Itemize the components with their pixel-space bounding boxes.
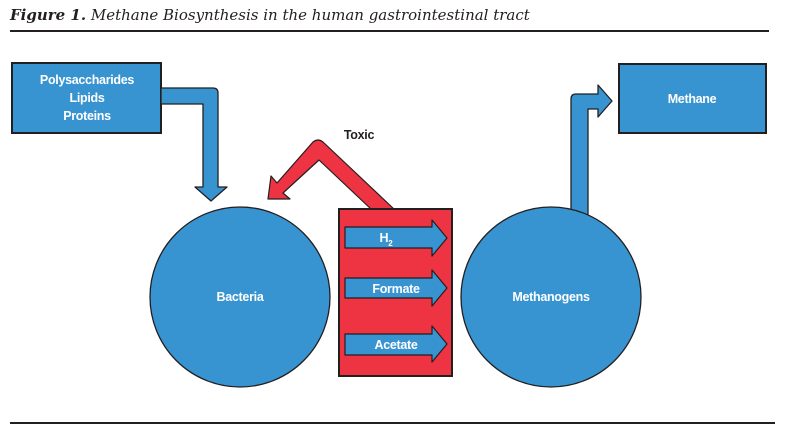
h2-arrow-shape [344,219,448,257]
methanogens-label: Methanogens [512,290,590,304]
acetate-arrow-shape [344,325,448,363]
formate-label: Formate [372,282,420,296]
inputs-node: Polysaccharides Lipids Proteins [11,62,162,134]
methane-label: Methane [668,92,717,106]
h2-label-subscript: 2 [388,239,393,248]
top-rule [10,30,769,32]
methane-box [618,63,767,134]
inputs-line-polysaccharides: Polysaccharides [40,73,135,87]
intermediate-arrow-h2: H2 [344,219,448,257]
inputs-box [11,62,162,134]
methanogens-node: Methanogens [460,206,642,388]
inputs-line-lipids: Lipids [69,91,104,105]
intermediates-node: H2 Formate Acetate [338,208,453,377]
inputs-line-proteins: Proteins [63,109,111,123]
methanogens-to-methane-arrow [570,84,613,216]
figure-caption: Figure 1. Methane Biosynthesis in the hu… [10,6,530,24]
bacteria-label: Bacteria [217,290,265,304]
h2-label: H2 [380,231,394,248]
bottom-rule [10,422,775,424]
intermediate-arrow-formate: Formate [344,269,448,307]
intermediate-arrow-acetate: Acetate [344,325,448,363]
inputs-to-bacteria-arrow [160,87,228,202]
bacteria-node: Bacteria [149,206,331,388]
acetate-label: Acetate [374,338,417,352]
toxic-label: Toxic [344,128,375,142]
h2-label-main: H [380,231,389,245]
methane-node: Methane [618,63,767,134]
bacteria-circle [149,206,331,388]
toxic-arrow [267,139,396,211]
formate-arrow-shape [344,269,448,307]
figure-caption-text: Methane Biosynthesis in the human gastro… [86,6,530,24]
methanogens-circle [460,206,642,388]
figure-caption-label: Figure 1. [10,6,87,24]
